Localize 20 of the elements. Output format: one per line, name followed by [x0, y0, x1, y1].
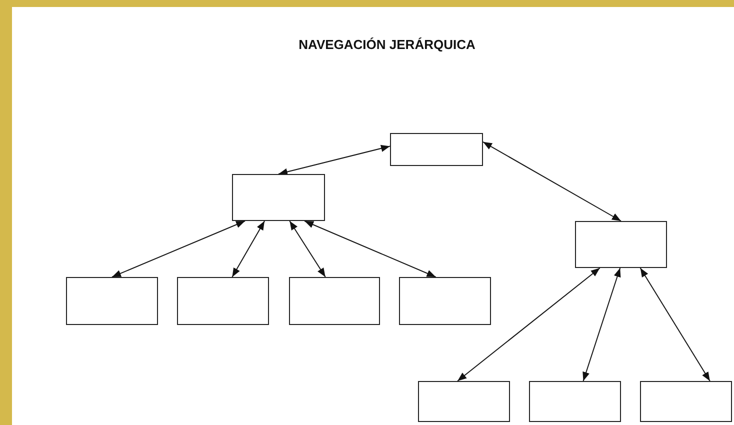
empty-box [177, 277, 269, 325]
double-arrow [457, 268, 600, 382]
double-arrow [112, 220, 246, 278]
empty-box [66, 277, 158, 325]
double-arrow [582, 268, 621, 382]
double-arrow [482, 141, 622, 222]
empty-box [289, 277, 380, 325]
double-arrow [278, 144, 390, 176]
double-arrow [232, 220, 266, 278]
empty-box [529, 381, 621, 422]
double-arrow [640, 268, 710, 382]
empty-box [640, 381, 732, 422]
diagram-title: NAVEGACIÓN JERÁRQUICA [298, 37, 476, 52]
empty-box [232, 174, 325, 221]
empty-box [399, 277, 491, 325]
double-arrow [304, 220, 436, 278]
double-arrow [289, 220, 326, 278]
empty-box [418, 381, 510, 422]
empty-box [575, 221, 667, 268]
empty-box [390, 133, 483, 166]
